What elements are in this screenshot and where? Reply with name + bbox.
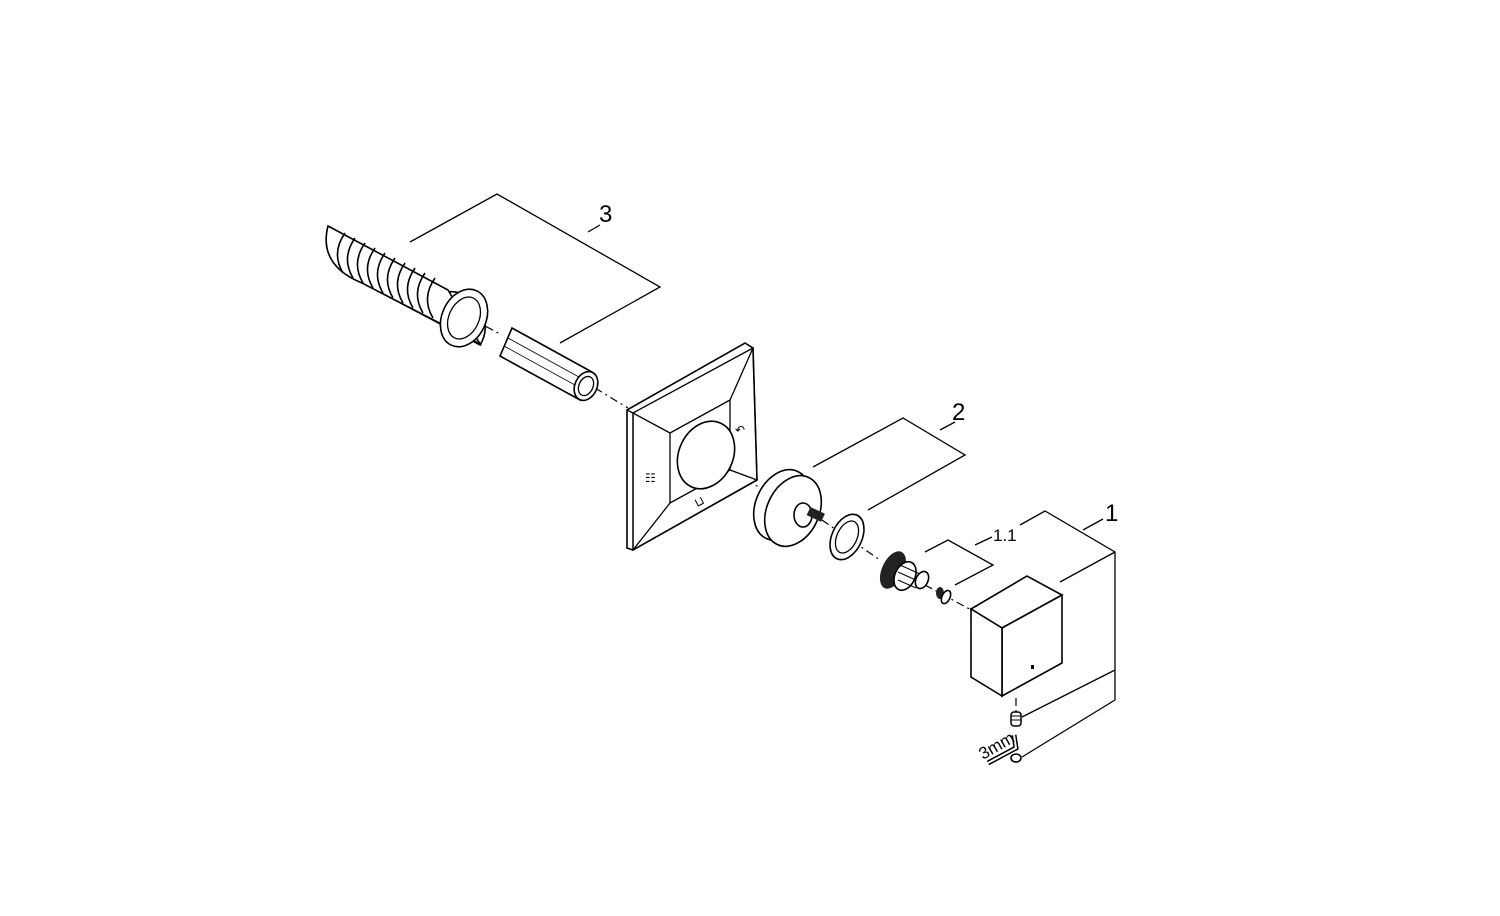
sleeve-tube — [498, 326, 599, 402]
callout-3: 3 — [409, 193, 662, 344]
callout-2: 2 — [812, 399, 967, 511]
cover-cap — [1010, 753, 1022, 763]
callout-1: 1 — [1019, 500, 1118, 758]
escutcheon-plate: ☷ ↶ ⊔ — [626, 342, 758, 552]
splined-adapter — [879, 551, 930, 592]
shower-symbol-icon: ☷ — [645, 471, 656, 485]
callout-1-label: 1 — [1105, 500, 1118, 527]
set-screw — [1010, 711, 1022, 727]
callout-1-1-label: 1.1 — [993, 526, 1017, 545]
handle-cube — [969, 575, 1064, 698]
callout-3-label: 3 — [599, 201, 612, 228]
threaded-extension-pipe — [325, 224, 489, 348]
sealing-ring — [829, 513, 865, 561]
screw — [936, 587, 952, 605]
diverter-body — [752, 468, 825, 548]
callout-1-1: 1.1 — [924, 526, 1017, 586]
callout-2-label: 2 — [952, 399, 965, 426]
handshower-symbol-icon: ↶ — [735, 423, 745, 437]
